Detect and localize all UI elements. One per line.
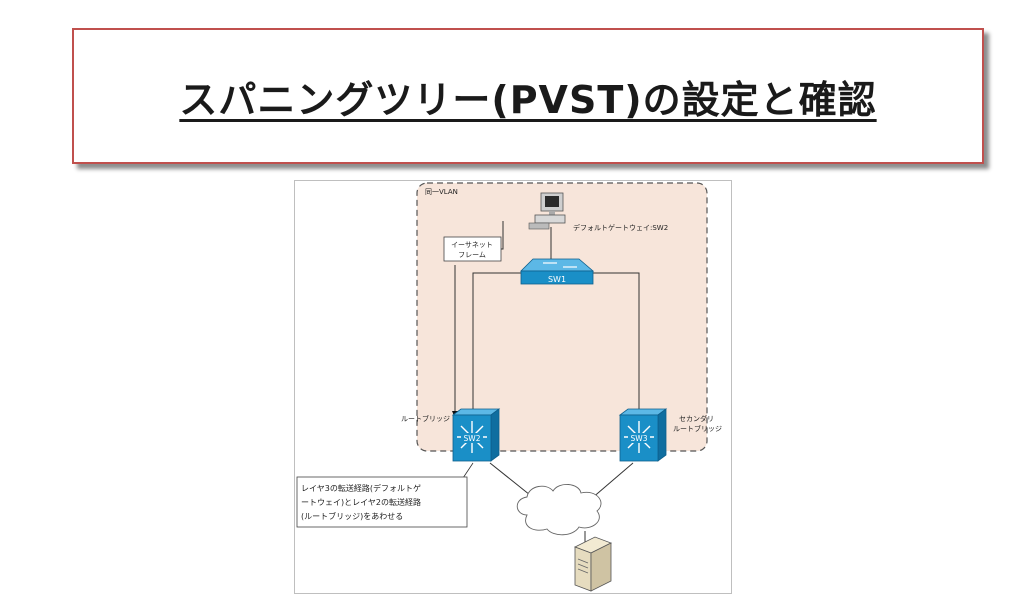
callout-line1: レイヤ3の転送経路(デフォルトゲ [301,483,421,493]
callout-pointer [462,462,474,479]
slide-title: スパニングツリー(PVST)の設定と確認 [179,77,877,122]
sw3-switch-icon [618,408,668,462]
link-sw2-cloud [489,462,536,500]
sw1-label: SW1 [548,275,566,284]
frame-label-line2: フレーム [458,251,486,259]
callout-box [296,476,468,528]
sw2-switch-icon [451,408,501,462]
pc-icon [528,192,566,230]
sw1-switch-icon [520,258,595,285]
link-sw3-cloud [590,462,634,500]
frame-label-box [443,236,502,262]
secondary-root-label-line2: ルートブリッジ [673,424,722,433]
server-icon [574,536,612,592]
diagram-svg: 同一VLAN デフォルトゲートウェイ:SW2 イーサネット フレーム [296,182,722,592]
frame-label-line1: イーサネット [451,241,493,249]
root-bridge-label: ルートブリッジ [401,414,450,423]
sw3-label: SW3 [631,434,648,443]
vlan-label: 同一VLAN [425,188,458,196]
link-sw1-sw2 [472,272,527,416]
sw2-label: SW2 [464,434,481,443]
cloud-icon [516,484,602,536]
slide-title-box: スパニングツリー(PVST)の設定と確認 [72,28,984,164]
network-diagram: 同一VLAN デフォルトゲートウェイ:SW2 イーサネット フレーム [294,180,732,594]
secondary-root-label-line1: セカンダリ [679,414,714,423]
callout-line2: ートウェイ)とレイヤ2の転送経路 [301,497,421,507]
callout-line3: (ルートブリッジ)をあわせる [301,511,403,521]
pc-gateway-label: デフォルトゲートウェイ:SW2 [573,223,668,232]
